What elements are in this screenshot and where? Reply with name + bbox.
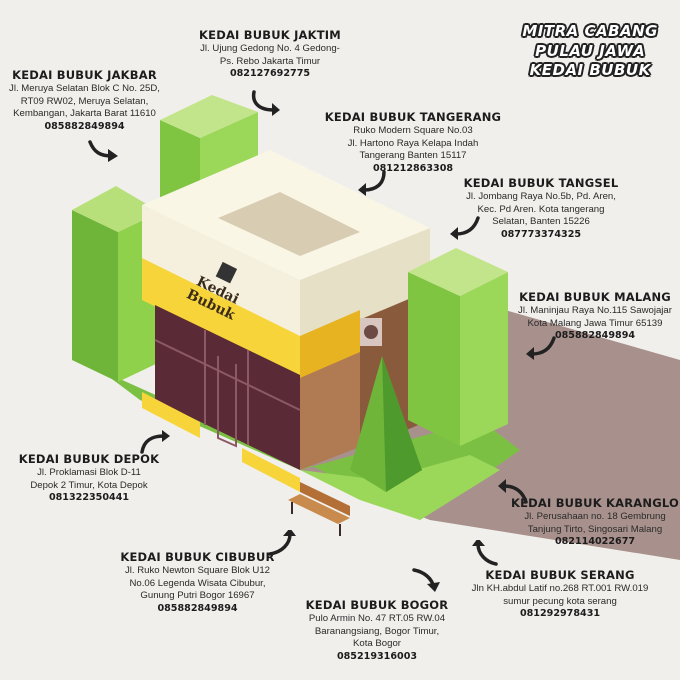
curved-arrow-icon: [88, 140, 118, 162]
curved-arrow-icon: [412, 568, 440, 592]
curved-arrow-icon: [472, 540, 498, 566]
branch-name: KEDAI BUBUK KARANGLO: [511, 496, 679, 510]
tree-left-side: [72, 210, 118, 382]
roof-side: [300, 228, 430, 345]
branch-address: Jl. Proklamasi Blok D-11: [37, 467, 141, 479]
title-line2: PULAU JAWA: [535, 41, 646, 60]
branch-name: KEDAI BUBUK TANGERANG: [324, 110, 502, 124]
branch-address: Jl. Ruko Newton Square Blok U12: [124, 565, 271, 577]
branch-address: Gunung Putri Bogor 16967: [140, 590, 255, 602]
curved-arrow-icon: [358, 170, 386, 196]
page-title: MITRA CABANG PULAU JAWA KEDAI BUBUK: [522, 22, 658, 81]
band-side: [300, 310, 360, 378]
tree-right-side: [408, 272, 460, 446]
title-line1: MITRA CABANG: [522, 22, 658, 40]
band-front: [142, 258, 300, 378]
cone-tree-shade: [382, 356, 422, 492]
tree-back-top: [160, 95, 258, 138]
curved-arrow-icon: [498, 479, 528, 504]
branch-address: Jl. Ujung Gedong No. 4 Gedong-: [200, 43, 340, 55]
branch-address: Jl. Perusahaan no. 18 Gembrung: [524, 511, 666, 523]
branch-name: KEDAI BUBUK DEPOK: [18, 452, 160, 466]
branch-phone: 081212863308: [372, 163, 454, 175]
grass-base-top: [300, 455, 500, 520]
branch-address: Kota Malang Jawa Timur 65139: [527, 317, 663, 329]
branch-tangerang: KEDAI BUBUK TANGERANG Ruko Modern Square…: [318, 110, 508, 176]
branch-address: Kembangan, Jakarta Barat 11610: [13, 108, 156, 120]
branch-phone: 085882849894: [44, 121, 125, 133]
tree-left-top: [72, 186, 160, 232]
cup-icon: [215, 261, 238, 284]
branch-address: Jl. Maninjau Raya No.115 Sawojajar: [518, 305, 672, 317]
branch-address: RT09 RW02, Meruya Selatan,: [20, 95, 149, 107]
branch-name: KEDAI BUBUK JAKBAR: [12, 68, 157, 82]
branch-name: KEDAI BUBUK MALANG: [519, 290, 671, 304]
branch-name: KEDAI BUBUK JAKTIM: [199, 28, 341, 42]
plinth-left: [142, 392, 200, 438]
branch-address: Ruko Modern Square No.03: [353, 125, 473, 137]
branch-address: Kec. Pd Aren. Kota tangerang: [477, 203, 605, 215]
curved-arrow-icon: [526, 336, 556, 360]
branch-jakbar: KEDAI BUBUK JAKBAR Jl. Meruya Selatan Bl…: [2, 68, 167, 134]
branch-bogor: KEDAI BUBUK BOGOR Pulo Armin No. 47 RT.0…: [292, 598, 462, 664]
branch-serang: KEDAI BUBUK SERANG Jln KH.abdul Latif no…: [460, 568, 660, 621]
bench-back: [300, 482, 350, 516]
plinth-right: [242, 448, 300, 492]
branch-name: KEDAI BUBUK BOGOR: [305, 598, 449, 612]
branch-phone: 081292978431: [519, 608, 601, 620]
curved-arrow-icon: [251, 90, 280, 116]
branch-address: Ps. Rebo Jakarta Timur: [219, 55, 321, 67]
tree-right-top: [408, 248, 508, 296]
branch-phone: 085882849894: [554, 330, 636, 342]
branch-address: Jln KH.abdul Latif no.268 RT.001 RW.019: [471, 583, 649, 595]
branch-address: Tangerang Banten 15117: [359, 150, 467, 162]
roof-inset: [218, 192, 360, 256]
branch-depok: KEDAI BUBUK DEPOK Jl. Proklamasi Blok D-…: [14, 452, 164, 505]
branch-address: Kota Bogor: [352, 638, 401, 650]
branch-address: Pulo Armin No. 47 RT.05 RW.04: [308, 613, 446, 625]
branch-phone: 082114022677: [554, 536, 636, 548]
branch-cibubur: KEDAI BUBUK CIBUBUR Jl. Ruko Newton Squa…: [110, 550, 285, 616]
branch-address: Selatan, Banten 15226: [492, 216, 590, 228]
branch-phone: 082127692775: [229, 68, 311, 80]
branch-malang: KEDAI BUBUK MALANG Jl. Maninjau Raya No.…: [510, 290, 680, 343]
branch-address: Jl. Meruya Selatan Blok C No. 25D,: [9, 83, 160, 95]
branch-address: Tanjung Tirto, Singosari Malang: [527, 523, 663, 535]
curved-arrow-icon: [450, 216, 480, 240]
branch-jaktim: KEDAI BUBUK JAKTIM Jl. Ujung Gedong No. …: [180, 28, 360, 81]
branch-phone: 085219316003: [336, 651, 418, 663]
branch-karanglo: KEDAI BUBUK KARANGLO Jl. Perusahaan no. …: [510, 496, 680, 549]
curved-arrow-icon: [140, 430, 170, 454]
branch-address: Depok 2 Timur, Kota Depok: [30, 479, 148, 491]
branch-address: No.06 Legenda Wisata Cibubur,: [129, 577, 266, 589]
ac-fan: [364, 325, 378, 339]
window-frames: [154, 330, 301, 448]
bench-seat: [288, 494, 350, 524]
curved-arrow-icon: [268, 530, 296, 556]
branch-phone: 085882849894: [157, 603, 238, 615]
tree-right-front: [460, 272, 508, 446]
storefront: [155, 305, 300, 470]
branch-address: Jl. Jombang Raya No.5b, Pd. Aren,: [466, 191, 616, 203]
branch-address: sumur pecung kota serang: [503, 595, 617, 607]
branch-phone: 087773374325: [500, 229, 582, 241]
title-line3: KEDAI BUBUK: [529, 61, 651, 79]
branch-address: Jl. Hartono Raya Kelapa Indah: [347, 137, 479, 149]
branch-tangsel: KEDAI BUBUK TANGSEL Jl. Jombang Raya No.…: [456, 176, 626, 242]
branch-name: KEDAI BUBUK SERANG: [485, 568, 635, 582]
branch-name: KEDAI BUBUK CIBUBUR: [120, 550, 275, 564]
branch-phone: 081322350441: [48, 492, 130, 504]
branch-name: KEDAI BUBUK TANGSEL: [463, 176, 619, 190]
branch-address: Baranangsiang, Bogor Timur,: [314, 625, 440, 637]
